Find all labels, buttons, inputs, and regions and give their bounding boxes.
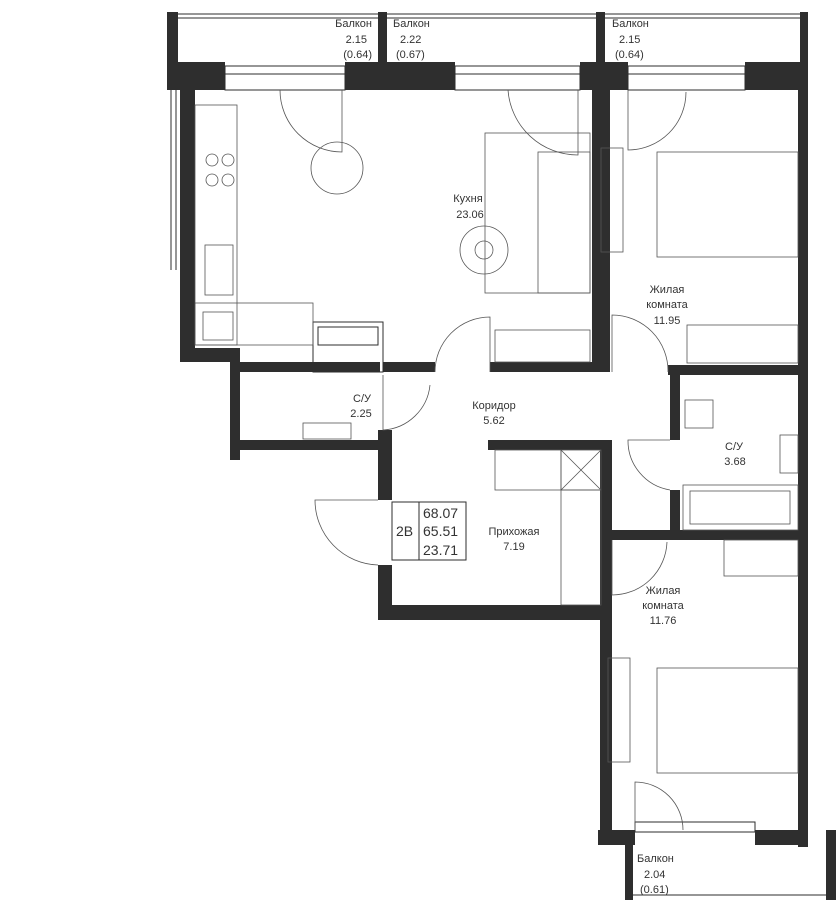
balcony-outlines — [167, 12, 836, 900]
svg-text:(0.64): (0.64) — [343, 49, 372, 61]
svg-text:5.62: 5.62 — [483, 415, 504, 427]
total-area: 68.07 — [423, 505, 458, 521]
svg-text:(0.67): (0.67) — [396, 49, 425, 61]
living-area: 23.71 — [423, 542, 458, 558]
svg-text:Балкон: Балкон — [637, 853, 674, 865]
room-bedroom-1: Жилая комната 11.95 — [646, 284, 688, 327]
room-hallway: Прихожая 7.19 — [489, 526, 540, 553]
doors — [279, 89, 687, 831]
svg-text:2.22: 2.22 — [400, 34, 421, 46]
svg-text:2.04: 2.04 — [644, 869, 665, 881]
room-bedroom-2: Жилая комната 11.76 — [642, 585, 684, 627]
area-no-balcony: 65.51 — [423, 523, 458, 539]
svg-text:(0.61): (0.61) — [640, 884, 669, 896]
svg-text:Жилая: Жилая — [650, 284, 685, 296]
svg-text:2.25: 2.25 — [350, 408, 371, 420]
room-balcony-3: Балкон 2.15 (0.64) — [612, 18, 649, 61]
room-bathroom-1: С/У 2.25 — [350, 393, 372, 420]
apartment-type: 2В — [396, 523, 413, 539]
room-balcony-1: Балкон 2.15 (0.64) — [335, 18, 372, 61]
room-labels: Балкон 2.15 (0.64) Балкон 2.22 (0.67) Ба… — [335, 18, 746, 896]
svg-text:Коридор: Коридор — [472, 400, 515, 412]
svg-text:23.06: 23.06 — [456, 209, 484, 221]
svg-text:Балкон: Балкон — [393, 18, 430, 30]
room-balcony-4: Балкон 2.04 (0.61) — [637, 853, 674, 896]
svg-text:С/У: С/У — [353, 393, 372, 405]
svg-text:С/У: С/У — [725, 441, 744, 453]
apartment-summary: 2В 68.07 65.51 23.71 — [391, 501, 467, 561]
svg-text:7.19: 7.19 — [503, 541, 524, 553]
svg-text:11.95: 11.95 — [654, 315, 681, 327]
room-corridor: Коридор 5.62 — [472, 400, 515, 427]
svg-text:комната: комната — [642, 600, 684, 612]
svg-text:Жилая: Жилая — [646, 585, 681, 597]
svg-text:Балкон: Балкон — [335, 18, 372, 30]
svg-text:Кухня: Кухня — [453, 193, 482, 205]
svg-text:комната: комната — [646, 299, 688, 311]
windows — [170, 65, 756, 833]
room-kitchen: Кухня 23.06 — [453, 193, 483, 221]
svg-text:Балкон: Балкон — [612, 18, 649, 30]
svg-text:2.15: 2.15 — [346, 34, 367, 46]
svg-text:3.68: 3.68 — [724, 456, 745, 468]
room-bathroom-2: С/У 3.68 — [724, 441, 745, 468]
svg-text:2.15: 2.15 — [619, 34, 640, 46]
svg-text:Прихожая: Прихожая — [489, 526, 540, 538]
svg-text:11.76: 11.76 — [650, 615, 677, 627]
room-balcony-2: Балкон 2.22 (0.67) — [393, 18, 430, 61]
furniture — [194, 104, 799, 774]
walls — [167, 62, 808, 847]
svg-text:(0.64): (0.64) — [615, 49, 644, 61]
